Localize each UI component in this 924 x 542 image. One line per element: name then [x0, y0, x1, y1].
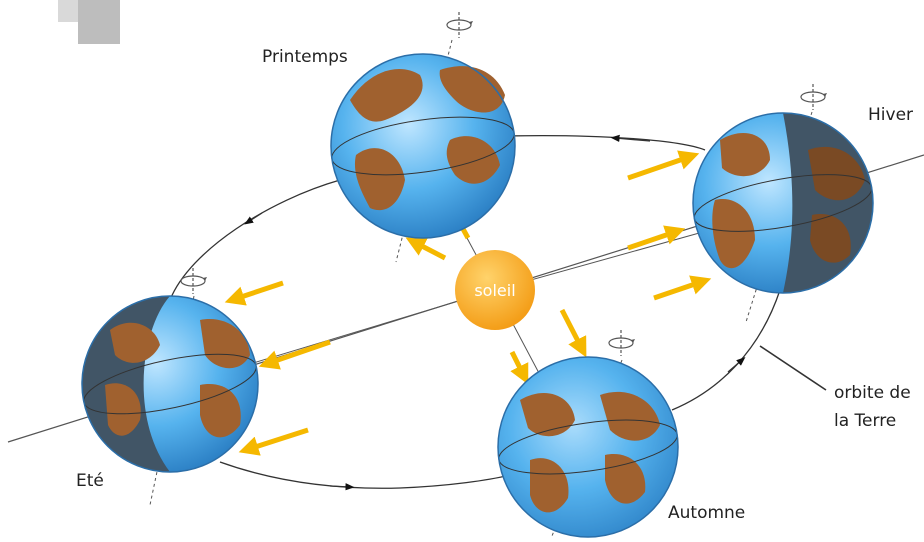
earth-spring — [330, 12, 516, 263]
orbit-label-line2: la Terre — [834, 411, 896, 431]
earth-winter — [692, 84, 874, 323]
orbit-segment-autumn-winter — [671, 289, 781, 411]
ray-to-summer-1 — [224, 280, 284, 306]
ray-to-winter-2 — [627, 225, 686, 251]
sun-label: soleil — [474, 281, 515, 300]
orbit-segment-summer-autumn-arrow — [329, 483, 355, 491]
earth-autumn — [497, 330, 679, 538]
ray-to-winter-1 — [627, 150, 700, 181]
corner-square-front — [78, 0, 120, 44]
rotation-arrow-icon — [800, 84, 828, 110]
orbit-label-pointer — [759, 345, 827, 391]
ray-to-winter-3 — [653, 275, 712, 301]
ray-to-summer-3 — [238, 427, 309, 456]
ray-to-summer-2 — [258, 339, 331, 370]
season-label-summer: Eté — [76, 471, 104, 491]
rotation-arrow-icon — [608, 330, 636, 356]
season-label-spring: Printemps — [262, 47, 348, 67]
earth-summer — [81, 268, 259, 506]
earth-orbit — [169, 134, 781, 491]
orbit-segment-spring-winter — [504, 134, 706, 151]
orbit-segment-spring-winter-arrow — [610, 134, 651, 143]
rotation-arrow-icon — [446, 12, 474, 38]
orbit-segment-autumn-winter-arrow — [727, 357, 746, 373]
orbit-label-line1: orbite de — [834, 383, 911, 403]
orbit-segment-summer-autumn — [219, 461, 511, 489]
ray-to-spring-3 — [405, 237, 447, 261]
season-label-autumn: Automne — [668, 503, 745, 523]
ray-to-autumn-2 — [509, 350, 529, 385]
sun-icon — [455, 250, 535, 330]
orbit-segment-spring-summer — [169, 179, 341, 301]
ray-to-autumn-1 — [559, 308, 587, 358]
season-label-winter: Hiver — [868, 105, 913, 125]
orbit-segment-spring-summer-arrow — [244, 212, 263, 225]
sun: soleil — [455, 250, 535, 330]
rotation-arrow-icon — [180, 268, 208, 294]
